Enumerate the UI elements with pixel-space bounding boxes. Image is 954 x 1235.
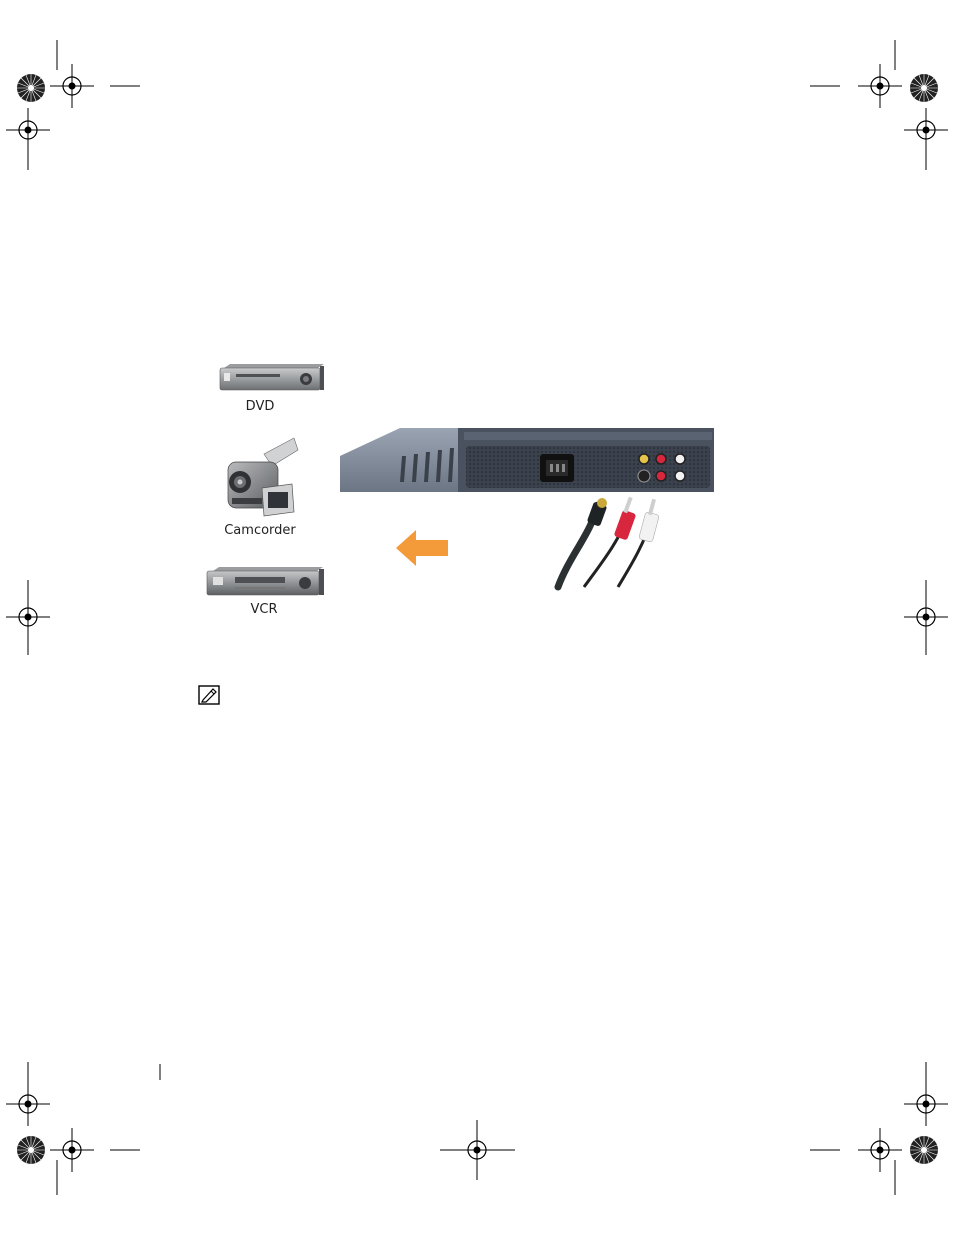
arrow-left-icon xyxy=(396,530,448,566)
crosshair-registration-icon xyxy=(904,1082,948,1126)
crosshair-registration-icon xyxy=(904,108,948,152)
crosshair-registration-icon xyxy=(904,595,948,639)
dvd-player-illustration xyxy=(218,360,326,396)
note-pencil-icon xyxy=(198,685,220,705)
starburst-registration-icon xyxy=(17,1136,45,1164)
crosshair-registration-icon xyxy=(858,64,902,108)
av-cables-illustration xyxy=(550,495,670,595)
camcorder-illustration xyxy=(222,436,302,518)
crosshair-registration-icon xyxy=(6,1082,50,1126)
crosshair-registration-icon xyxy=(50,64,94,108)
dvd-label: DVD xyxy=(200,399,320,414)
starburst-registration-icon xyxy=(17,74,45,102)
starburst-registration-icon xyxy=(910,74,938,102)
vcr-label: VCR xyxy=(204,602,324,617)
camcorder-label: Camcorder xyxy=(200,523,320,538)
starburst-registration-icon xyxy=(910,1136,938,1164)
vcr-illustration xyxy=(205,565,327,601)
tv-back-panel-illustration xyxy=(340,426,714,494)
crosshair-registration-icon xyxy=(6,108,50,152)
crosshair-registration-icon xyxy=(6,595,50,639)
